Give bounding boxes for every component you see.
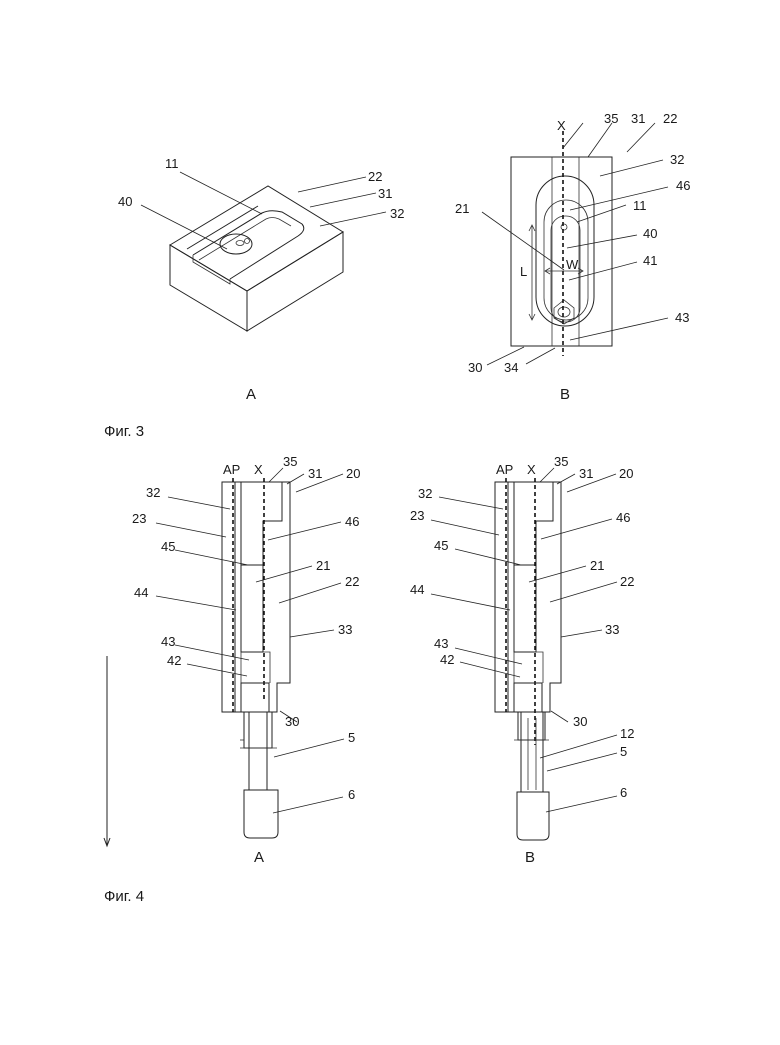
fig4b-ref-30: 30 — [573, 714, 587, 729]
leader-11 — [180, 172, 262, 214]
fig3-view-a-label: A — [246, 386, 256, 403]
fig4b-ref-20: 20 — [619, 466, 633, 481]
fig3b-ref-34: 34 — [504, 360, 518, 375]
fig4a-ref-42: 42 — [167, 653, 181, 668]
fig4a-ref-44: 44 — [134, 585, 148, 600]
fig3b-ref-43: 43 — [675, 310, 689, 325]
fig3b-ref-x: X — [557, 118, 566, 133]
fig3-view-b-drawing — [482, 123, 668, 365]
fig4-view-a-label: A — [254, 849, 264, 866]
fig4b-ref-44: 44 — [410, 582, 424, 597]
fig4a-ref-46: 46 — [345, 514, 359, 529]
fig3a-ref-40: 40 — [118, 194, 132, 209]
fig3a-ref-31: 31 — [378, 186, 392, 201]
fig4a-ref-43: 43 — [161, 634, 175, 649]
fig3a-ref-11: 11 — [165, 156, 179, 171]
leader-40 — [141, 205, 227, 249]
fig4-view-a-drawing — [156, 468, 344, 838]
fig4b-ref-12: 12 — [620, 726, 634, 741]
fig4b-ref-33: 33 — [605, 622, 619, 637]
fig3b-ref-46: 46 — [676, 178, 690, 193]
fig3-view-a-drawing — [141, 172, 386, 331]
fig3b-ref-22: 22 — [663, 111, 677, 126]
fig3a-ref-22: 22 — [368, 169, 382, 184]
fig4b-ref-32: 32 — [418, 486, 432, 501]
leader-31 — [310, 193, 376, 207]
fig3b-ref-40: 40 — [643, 226, 657, 241]
fig3b-ref-32: 32 — [670, 152, 684, 167]
fig3b-ref-30: 30 — [468, 360, 482, 375]
fig3-view-b-label: B — [560, 386, 570, 403]
fig4b-ref-21: 21 — [590, 558, 604, 573]
fig4a-ref-32: 32 — [146, 485, 160, 500]
fig4b-ref-42: 42 — [440, 652, 454, 667]
fig4b-ref-6: 6 — [620, 785, 627, 800]
fig4b-ref-x: X — [527, 462, 536, 477]
fig4-view-b-drawing — [431, 468, 617, 840]
fig4b-ref-23: 23 — [410, 508, 424, 523]
fig3b-ref-l: L — [520, 264, 527, 279]
leader-32 — [320, 212, 386, 226]
fig4-view-b-label: B — [525, 849, 535, 866]
fig4a-ref-20: 20 — [346, 466, 360, 481]
fig4b-ref-31: 31 — [579, 466, 593, 481]
fig3b-ref-41: 41 — [643, 253, 657, 268]
fig3a-ref-32: 32 — [390, 206, 404, 221]
fig4a-ref-45: 45 — [161, 539, 175, 554]
fig4a-ref-30: 30 — [285, 714, 299, 729]
fig4b-ref-46: 46 — [616, 510, 630, 525]
fig4a-ref-5: 5 — [348, 730, 355, 745]
fig4a-ref-31: 31 — [308, 466, 322, 481]
fig3b-ref-11: 11 — [633, 198, 647, 213]
fig4a-ref-35: 35 — [283, 454, 297, 469]
fig3b-ref-21: 21 — [455, 201, 469, 216]
down-arrow-icon — [104, 656, 110, 846]
fig4a-ref-6: 6 — [348, 787, 355, 802]
fig4a-ref-33: 33 — [338, 622, 352, 637]
fig4-caption: Фиг. 4 — [104, 888, 144, 905]
fig4b-ref-ap: AP — [496, 462, 513, 477]
fig4b-ref-35: 35 — [554, 454, 568, 469]
fig4a-ref-23: 23 — [132, 511, 146, 526]
fig3-caption: Фиг. 3 — [104, 423, 144, 440]
fig3b-ref-31: 31 — [631, 111, 645, 126]
fig4b-ref-5: 5 — [620, 744, 627, 759]
fig4a-ref-22: 22 — [345, 574, 359, 589]
fig4b-ref-45: 45 — [434, 538, 448, 553]
fig3b-ref-35: 35 — [604, 111, 618, 126]
fig4a-ref-21: 21 — [316, 558, 330, 573]
leader-22 — [298, 177, 366, 192]
fig4a-ref-ap: AP — [223, 462, 240, 477]
fig3b-ref-w: W — [566, 257, 579, 272]
fig4b-ref-22: 22 — [620, 574, 634, 589]
fig4a-ref-x: X — [254, 462, 263, 477]
fig4b-ref-43: 43 — [434, 636, 448, 651]
